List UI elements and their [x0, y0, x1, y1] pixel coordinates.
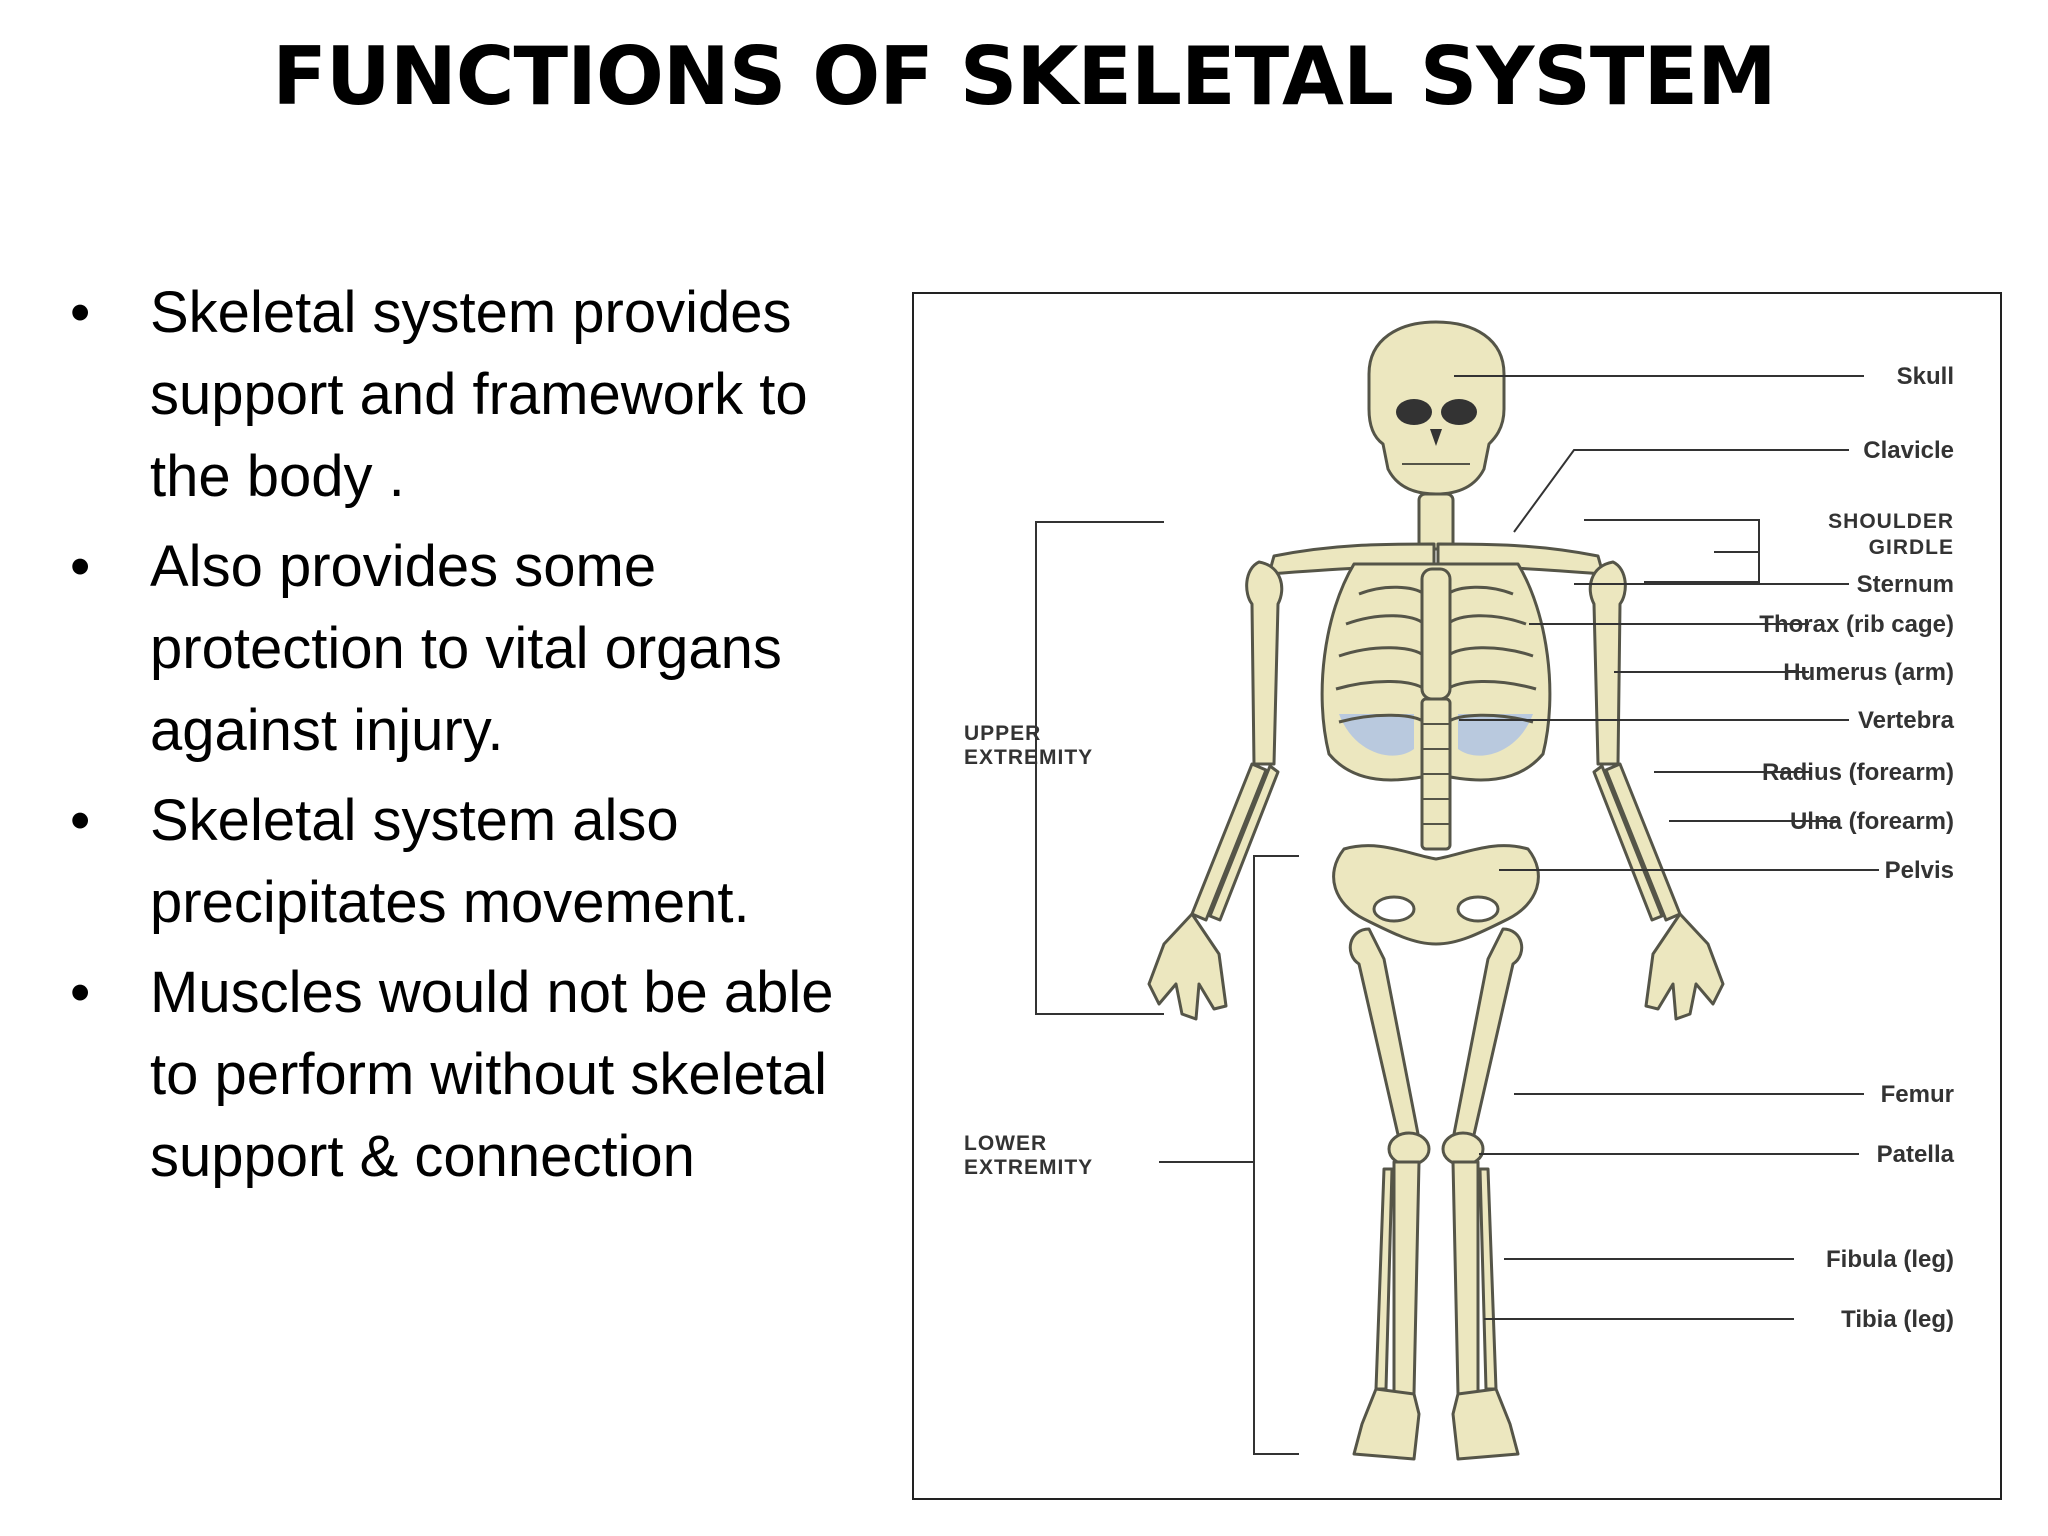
slide-title: FUNCTIONS OF SKELETAL SYSTEM	[272, 30, 1777, 123]
label-clavicle: Clavicle	[1863, 437, 1954, 464]
label-tibia: Tibia (leg)	[1841, 1306, 1954, 1333]
skull-shape	[1367, 320, 1506, 496]
bullet-dot: •	[70, 280, 91, 345]
label-sternum: Sternum	[1857, 571, 1954, 598]
label-pelvis: Pelvis	[1885, 857, 1954, 884]
label-upper-extremity-2: EXTREMITY	[964, 746, 1093, 769]
label-skull: Skull	[1897, 363, 1954, 390]
label-vertebra: Vertebra	[1858, 707, 1955, 734]
label-shoulder: SHOULDER	[1828, 510, 1954, 533]
bullet-list: • Skeletal system provides support and fr…	[70, 272, 890, 1206]
bullet-dot: •	[70, 960, 91, 1025]
label-lower-extremity-2: EXTREMITY	[964, 1156, 1093, 1179]
label-ulna: Ulna (forearm)	[1790, 808, 1954, 835]
bullet-item: • Muscles would not be able to perform wi…	[70, 952, 890, 1198]
skeleton-illustration: Skull Clavicle SHOULDER GIRDLE Sternum T…	[964, 320, 1955, 1461]
bullet-dot: •	[70, 534, 91, 599]
bullet-item: • Skeletal system also precipitates movem…	[70, 780, 890, 944]
bullet-dot: •	[70, 788, 91, 853]
label-patella: Patella	[1877, 1141, 1955, 1168]
label-humerus: Humerus (arm)	[1783, 659, 1954, 686]
bullet-item: • Also provides some protection to vital …	[70, 526, 890, 772]
left-humerus	[1245, 560, 1284, 766]
label-thorax: Thorax (rib cage)	[1759, 611, 1954, 638]
label-fibula: Fibula (leg)	[1826, 1246, 1954, 1273]
bullet-text: Skeletal system provides support and fra…	[150, 280, 808, 509]
bullet-text: Muscles would not be able to perform wit…	[150, 960, 834, 1189]
skeleton-diagram: Skull Clavicle SHOULDER GIRDLE Sternum T…	[912, 292, 2002, 1500]
label-radius: Radius (forearm)	[1762, 759, 1954, 786]
label-upper-extremity-1: UPPER	[964, 722, 1041, 745]
bullet-text: Also provides some protection to vital o…	[150, 534, 782, 763]
label-lower-extremity-1: LOWER	[964, 1132, 1047, 1155]
sternum-shape	[1420, 567, 1452, 701]
right-humerus	[1588, 560, 1627, 766]
label-girdle: GIRDLE	[1869, 536, 1954, 559]
label-femur: Femur	[1881, 1081, 1954, 1108]
bullet-text: Skeletal system also precipitates moveme…	[150, 788, 750, 935]
bullet-item: • Skeletal system provides support and fr…	[70, 272, 890, 518]
left-femur	[1348, 927, 1421, 1141]
right-femur	[1451, 927, 1524, 1141]
